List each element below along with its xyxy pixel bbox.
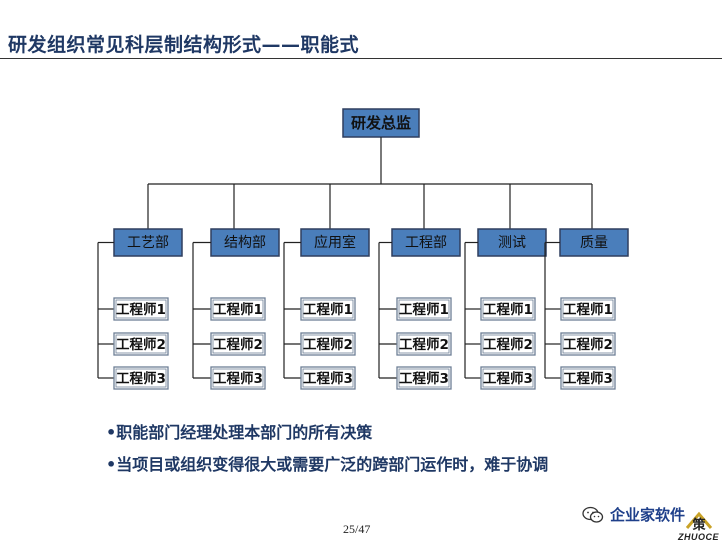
engineer-label: 工程师2 xyxy=(213,336,263,353)
title-divider xyxy=(0,58,722,59)
department-label: 应用室 xyxy=(314,234,356,251)
engineer-box-inner xyxy=(212,368,264,388)
engineer-box-inner xyxy=(398,368,450,388)
engineer-label: 工程师1 xyxy=(116,301,166,318)
engineer-box xyxy=(396,366,452,390)
engineer-box xyxy=(480,332,536,356)
watermark-text: 企业家软件 xyxy=(610,506,686,524)
engineer-box-inner xyxy=(302,299,354,319)
engineer-box-inner xyxy=(398,334,450,354)
engineer-label: 工程师3 xyxy=(116,370,166,387)
engineer-label: 工程师2 xyxy=(563,336,613,353)
engineer-box xyxy=(113,366,169,390)
wechat-icon xyxy=(582,506,604,523)
engineer-box xyxy=(210,297,266,321)
engineer-box-inner xyxy=(562,299,614,319)
engineer-label: 工程师1 xyxy=(563,301,613,318)
engineer-box xyxy=(560,297,616,321)
engineer-label: 工程师2 xyxy=(303,336,353,353)
engineer-box-inner xyxy=(482,334,534,354)
engineer-label: 工程师1 xyxy=(213,301,263,318)
engineer-label: 工程师1 xyxy=(399,301,449,318)
department-label: 工艺部 xyxy=(127,235,169,251)
engineer-box-inner xyxy=(562,368,614,388)
engineer-label: 工程师3 xyxy=(303,370,353,387)
engineer-label: 工程师3 xyxy=(399,370,449,387)
department-label: 质量 xyxy=(580,235,608,251)
page-title: 研发组织常见科层制结构形式——职能式 xyxy=(8,34,360,56)
engineer-label: 工程师3 xyxy=(213,370,263,387)
engineer-box xyxy=(480,366,536,390)
watermark: 企业家软件 xyxy=(582,504,685,525)
engineer-box xyxy=(210,366,266,390)
note-decisions: •职能部门经理处理本部门的所有决策 xyxy=(106,423,373,442)
logo-mark: 策 xyxy=(685,511,712,532)
engineer-box xyxy=(300,366,356,390)
department-label: 结构部 xyxy=(224,235,266,251)
brand-logo: 策 ZHUOCE xyxy=(678,510,719,542)
note-coordination: •当项目或组织变得很大或需要广泛的跨部门运作时，难于协调 xyxy=(106,455,549,474)
engineer-label: 工程师1 xyxy=(303,301,353,318)
engineer-box-inner xyxy=(302,334,354,354)
engineer-box-inner xyxy=(115,334,167,354)
department-label: 工程部 xyxy=(405,235,447,251)
department-box xyxy=(210,228,280,257)
engineer-box xyxy=(113,297,169,321)
engineer-box xyxy=(300,297,356,321)
notes-list: •职能部门经理处理本部门的所有决策 •当项目或组织变得很大或需要广泛的跨部门运作… xyxy=(106,422,548,486)
director-label: 研发总监 xyxy=(351,114,411,132)
engineer-label: 工程师3 xyxy=(563,370,613,387)
engineer-box xyxy=(560,332,616,356)
engineer-box-inner xyxy=(212,334,264,354)
engineer-box-inner xyxy=(302,368,354,388)
engineer-box-inner xyxy=(398,299,450,319)
department-label: 测试 xyxy=(498,235,526,251)
logo-text: ZHUOCE xyxy=(678,532,719,542)
engineer-label: 工程师2 xyxy=(483,336,533,353)
engineer-box-inner xyxy=(482,368,534,388)
engineer-box-inner xyxy=(115,299,167,319)
engineer-box xyxy=(396,332,452,356)
engineer-box xyxy=(396,297,452,321)
engineer-box xyxy=(300,332,356,356)
department-box xyxy=(477,228,547,257)
engineer-box-inner xyxy=(115,368,167,388)
engineer-box-inner xyxy=(482,299,534,319)
director-box xyxy=(342,108,420,138)
page-number: 25/47 xyxy=(343,522,371,536)
engineer-box xyxy=(210,332,266,356)
department-box xyxy=(391,228,461,257)
engineer-label: 工程师2 xyxy=(116,336,166,353)
engineer-box xyxy=(560,366,616,390)
engineer-label: 工程师3 xyxy=(483,370,533,387)
engineer-label: 工程师2 xyxy=(399,336,449,353)
department-box xyxy=(300,228,370,257)
logo-char: 策 xyxy=(692,517,706,532)
engineer-box xyxy=(113,332,169,356)
engineer-box-inner xyxy=(212,299,264,319)
engineer-box xyxy=(480,297,536,321)
engineer-box-inner xyxy=(562,334,614,354)
engineer-label: 工程师1 xyxy=(483,301,533,318)
